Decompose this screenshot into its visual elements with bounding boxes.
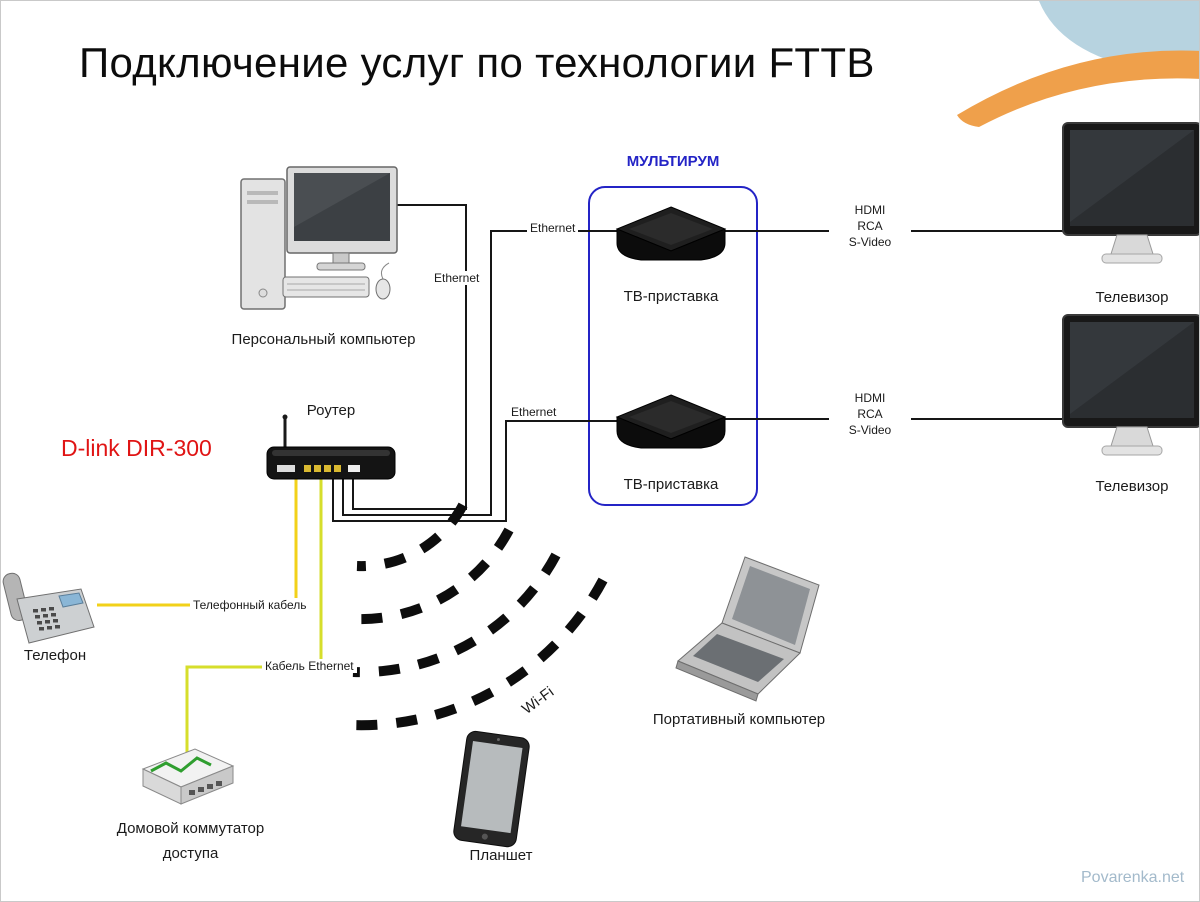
phone-label: Телефон: [23, 647, 87, 664]
router-icon: [266, 414, 396, 480]
tv1-icon: [1062, 122, 1199, 264]
wifi-arc-2: [354, 527, 514, 625]
laptop-label: Портативный компьютер: [652, 711, 826, 728]
tv2-icon: [1062, 314, 1199, 456]
router-model-label: D-link DIR-300: [61, 435, 212, 461]
hdmi-label-2: HDMI: [829, 391, 911, 405]
tablet-icon: [453, 730, 530, 848]
router-label: Роутер: [306, 402, 356, 419]
multiroom-group-box: [588, 186, 758, 506]
svideo-label-1: S-Video: [829, 235, 911, 249]
tv1-label: Телевизор: [1095, 289, 1169, 306]
wifi-arc-3: [352, 552, 561, 678]
switch-icon: [141, 748, 235, 805]
tv2-label: Телевизор: [1095, 478, 1169, 495]
ethernet-label-stb1: Ethernet: [527, 221, 579, 235]
corner-orange-crescent: [957, 50, 1199, 127]
wifi-arc-4: [350, 577, 608, 731]
desktop-computer-icon: [240, 166, 398, 310]
svideo-label-2: S-Video: [829, 423, 911, 437]
phone-cable-label: Телефонный кабель: [190, 598, 310, 612]
stb1-label: ТВ-приставка: [623, 288, 719, 305]
rca-label-1: RCA: [829, 219, 911, 233]
ethernet-line-router-stb2: [332, 420, 617, 522]
laptop-icon: [675, 556, 820, 702]
tablet-label: Планшет: [469, 847, 533, 864]
phone-icon: [2, 572, 95, 644]
switch-label-line1: Домовой коммутатор: [116, 820, 265, 837]
stb2-icon: [615, 394, 727, 449]
phone-cable-line: [97, 477, 298, 607]
ethernet-cable-label: Кабель Ethernet: [262, 659, 357, 673]
wifi-arcs: [350, 502, 608, 731]
pc-label: Персональный компьютер: [231, 331, 416, 348]
slide-title: Подключение услуг по технологии FTTB: [79, 39, 875, 86]
switch-label-line2: доступа: [162, 845, 219, 862]
stb2-label: ТВ-приставка: [623, 476, 719, 493]
stb1-icon: [615, 206, 727, 261]
wifi-arc-1: [356, 502, 468, 572]
rca-label-2: RCA: [829, 407, 911, 421]
ethernet-label-pc: Ethernet: [431, 271, 483, 285]
ethernet-cable-line: [185, 477, 323, 758]
corner-decoration: [957, 1, 1199, 127]
ethernet-label-stb2: Ethernet: [508, 405, 560, 419]
multiroom-label: МУЛЬТИРУМ: [626, 153, 720, 170]
watermark: Povarenka.net: [1081, 869, 1185, 886]
hdmi-label-1: HDMI: [829, 203, 911, 217]
